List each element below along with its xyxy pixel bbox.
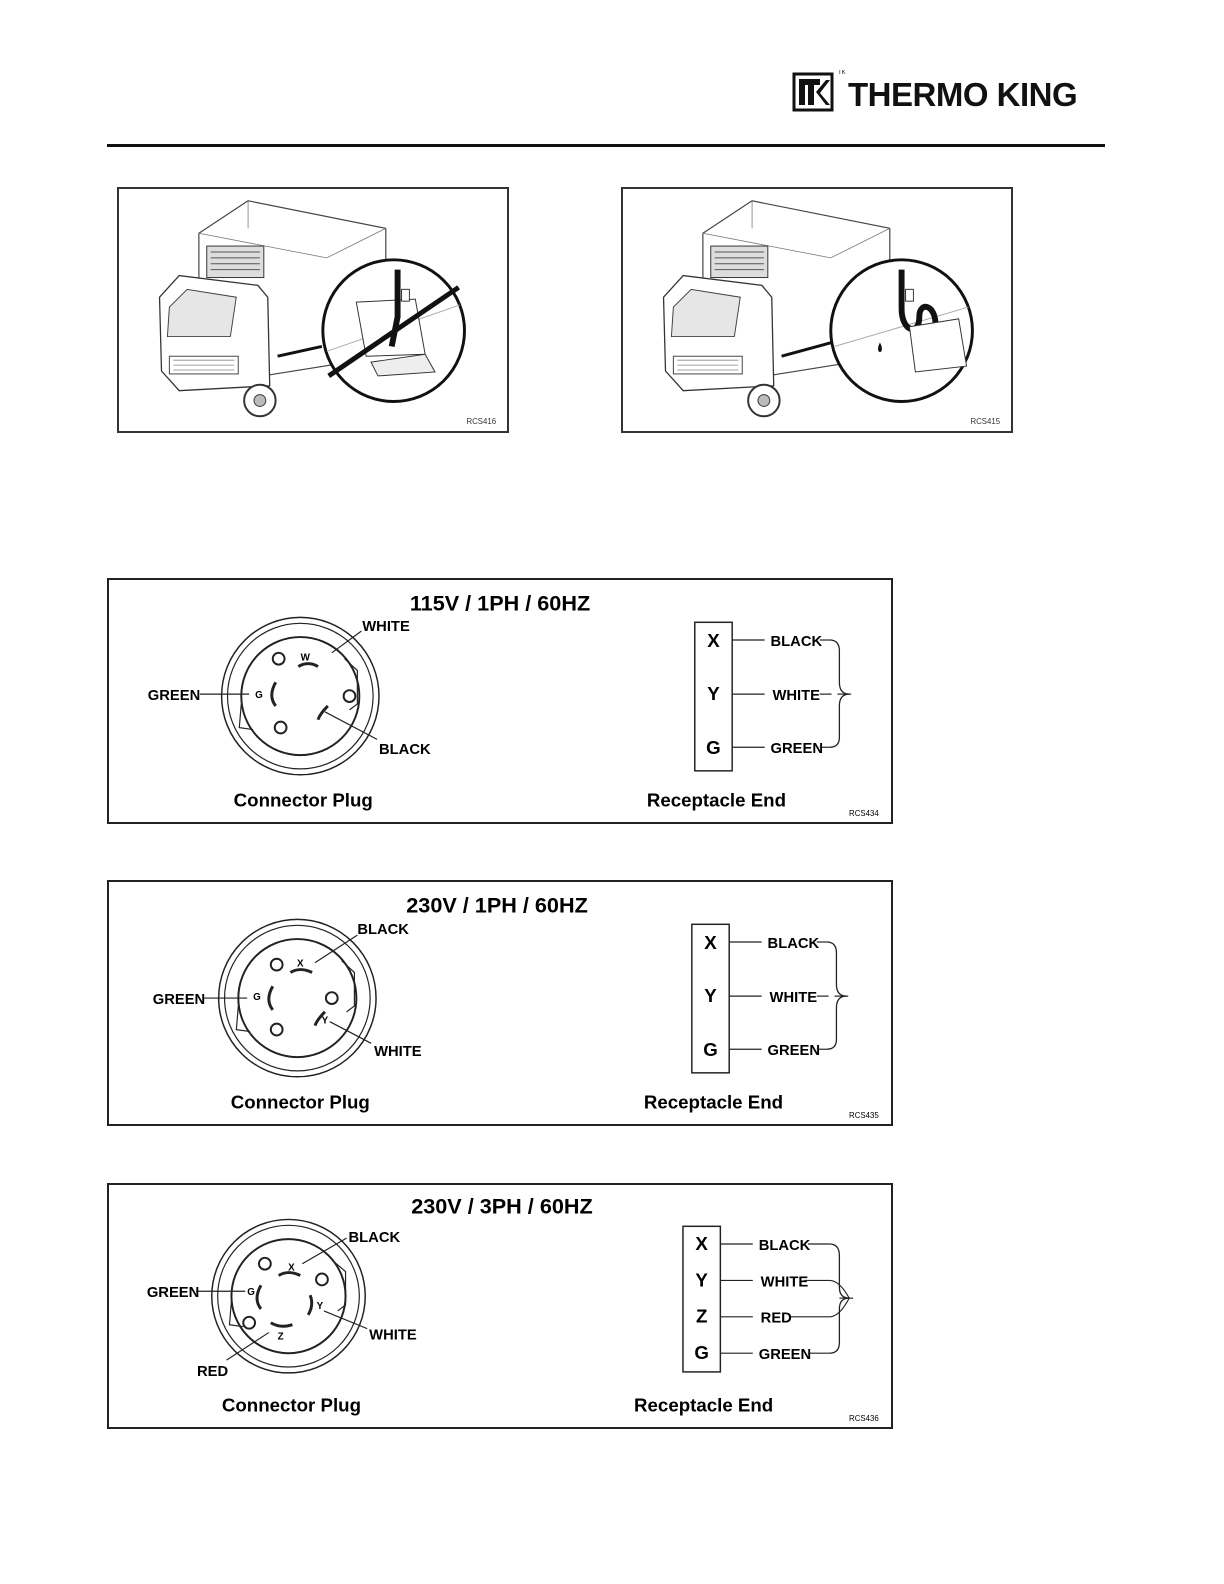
- truck-illustration-incorrect: RCS416: [158, 200, 497, 426]
- receptacle-wire: BLACK: [759, 1238, 811, 1254]
- pin-letter-g: G: [255, 690, 263, 701]
- plug-label-green: GREEN: [147, 1285, 199, 1301]
- panel-ref-label: RCS436: [849, 1414, 879, 1423]
- wiring-panel-230v-1ph: 230V / 1PH / 60HZ X G Y GREEN BLACK WHIT…: [107, 880, 893, 1126]
- receptacle-wire: WHITE: [761, 1274, 809, 1290]
- connector-plug-icon: [220, 616, 380, 776]
- receptacle-wire: RED: [761, 1311, 792, 1327]
- connector-plug-icon: [217, 918, 377, 1078]
- receptacle-wire: GREEN: [759, 1347, 811, 1363]
- plug-label-green: GREEN: [153, 992, 205, 1008]
- photo-ref-label: RCS415: [970, 417, 1000, 426]
- pin-letter-x: X: [297, 959, 304, 970]
- receptacle-terminal: Y: [707, 683, 720, 704]
- pin-letter-g: G: [247, 1287, 255, 1298]
- plug-label-red: RED: [197, 1364, 228, 1380]
- receptacle-block: [694, 621, 733, 772]
- wiring-panel-230v-3ph: 230V / 3PH / 60HZ X G Y Z GREEN BLACK WH…: [107, 1183, 893, 1429]
- receptacle-terminal: Y: [704, 985, 717, 1006]
- receptacle-terminal: X: [704, 932, 717, 953]
- logo-mark-text: TK: [838, 70, 846, 76]
- receptacle-terminal: G: [703, 1039, 718, 1060]
- wiring-diagram-230v-1ph: 230V / 1PH / 60HZ X G Y GREEN BLACK WHIT…: [153, 892, 880, 1120]
- receptacle-terminal: Z: [696, 1306, 707, 1327]
- truck-illustration-correct: RCS415: [662, 200, 1001, 426]
- receptacle-terminal: X: [695, 1233, 708, 1254]
- receptacle-terminal: Y: [695, 1269, 708, 1290]
- wiring-diagram-115v: 115V / 1PH / 60HZ W G GREEN WHITE BLACK …: [148, 590, 880, 818]
- plug-caption: Connector Plug: [222, 1394, 361, 1415]
- receptacle-terminal: G: [694, 1342, 709, 1363]
- pin-letter-g: G: [253, 992, 261, 1003]
- photo-correct-routing: RCS415: [621, 187, 1013, 433]
- pin-letter-w: W: [301, 653, 311, 664]
- header-rule: [107, 144, 1105, 147]
- panel-title: 230V / 3PH / 60HZ: [411, 1194, 593, 1219]
- plug-label-black: BLACK: [357, 922, 409, 938]
- plug-label-white: WHITE: [374, 1044, 422, 1060]
- receptacle-terminal: G: [706, 737, 721, 758]
- plug-caption: Connector Plug: [231, 1091, 370, 1112]
- wiring-diagram-230v-3ph: 230V / 3PH / 60HZ X G Y Z GREEN BLACK WH…: [147, 1194, 880, 1424]
- panel-title: 230V / 1PH / 60HZ: [406, 892, 588, 917]
- pin-letter-z: Z: [278, 1331, 284, 1342]
- water-drip-icon: [877, 342, 882, 353]
- panel-ref-label: RCS434: [849, 809, 879, 818]
- pin-letter-y: Y: [317, 1301, 324, 1312]
- plug-label-white: WHITE: [362, 619, 410, 635]
- receptacle-block: [691, 923, 730, 1074]
- receptacle-block: [682, 1225, 722, 1373]
- thermo-king-logo: TK THERMO KING: [792, 70, 1112, 114]
- pin-letter-y: Y: [322, 1016, 329, 1027]
- panel-title: 115V / 1PH / 60HZ: [410, 590, 590, 615]
- receptacle-caption: Receptacle End: [647, 789, 786, 810]
- receptacle-wire: BLACK: [771, 634, 823, 650]
- receptacle-wire: WHITE: [772, 688, 820, 704]
- receptacle-wire: GREEN: [771, 741, 823, 757]
- receptacle-caption: Receptacle End: [634, 1394, 773, 1415]
- plug-label-black: BLACK: [349, 1230, 401, 1246]
- receptacle-wire: GREEN: [768, 1043, 820, 1059]
- photo-incorrect-routing: RCS416: [117, 187, 509, 433]
- pin-letter-x: X: [288, 1263, 295, 1274]
- plug-caption: Connector Plug: [234, 789, 373, 810]
- panel-ref-label: RCS435: [849, 1111, 879, 1120]
- plug-label-white: WHITE: [369, 1327, 417, 1343]
- photo-ref-label: RCS416: [466, 417, 496, 426]
- receptacle-terminal: X: [707, 630, 720, 651]
- plug-label-black: BLACK: [379, 742, 431, 758]
- connector-plug-icon: [211, 1218, 366, 1374]
- receptacle-wire: BLACK: [768, 936, 820, 952]
- brand-name: THERMO KING: [848, 76, 1077, 113]
- plug-label-green: GREEN: [148, 688, 200, 704]
- receptacle-wire: WHITE: [770, 990, 818, 1006]
- wiring-panel-115v: 115V / 1PH / 60HZ W G GREEN WHITE BLACK …: [107, 578, 893, 824]
- receptacle-caption: Receptacle End: [644, 1091, 783, 1112]
